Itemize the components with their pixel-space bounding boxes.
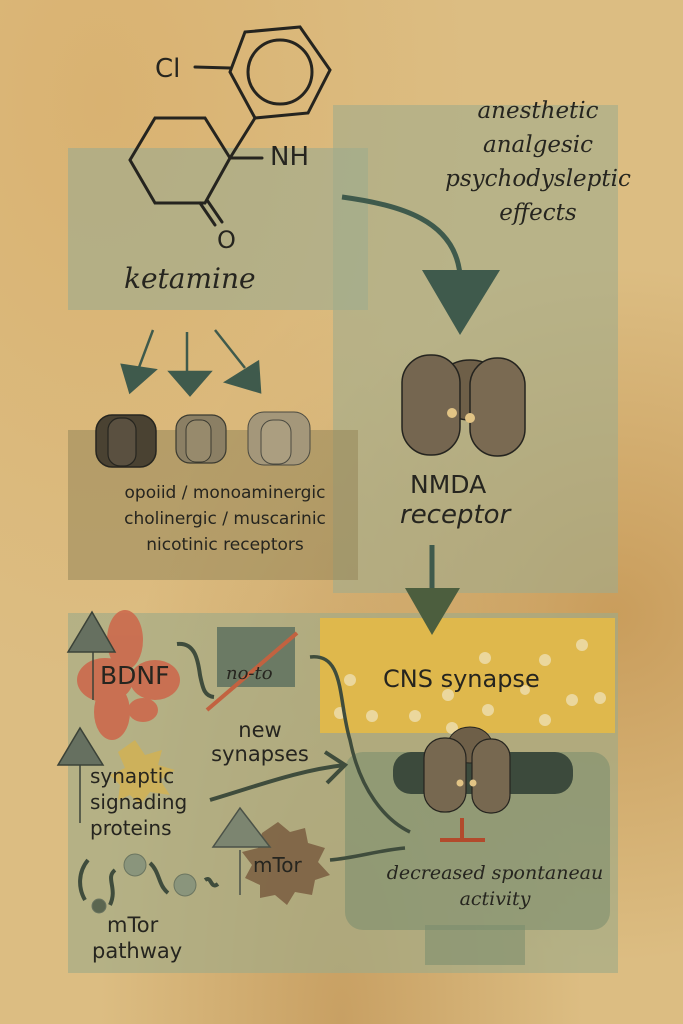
synapse-outcome-label: decreased spontaneau activity xyxy=(360,860,630,912)
effect-analgesic: analgesic xyxy=(483,132,593,158)
inhibition-icon xyxy=(440,818,485,842)
signaling-proteins-label: synaptic signading proteins xyxy=(90,763,187,841)
mtor-label: mTor xyxy=(253,853,302,877)
signaling-up-arrow xyxy=(56,726,105,823)
nmda-line2: receptor xyxy=(400,500,511,530)
effect-psychodysleptic: psychodysleptic xyxy=(445,166,631,192)
receptor-arrows xyxy=(120,329,262,397)
nmda-label: NMDA receptor xyxy=(400,470,540,530)
mtor-up-arrow xyxy=(211,806,272,895)
molecule-panel xyxy=(68,148,368,310)
pathway-line2: pathway xyxy=(92,939,183,963)
synaptic-receptor-icon xyxy=(393,726,573,814)
mtor-pathway-label: mTor pathway xyxy=(92,912,182,964)
postsynaptic-stem xyxy=(425,925,525,965)
no-to-box xyxy=(217,627,295,687)
new-synapses-line2: synapses xyxy=(211,742,309,766)
effects-label: anesthetic analgesic psychodysleptic eff… xyxy=(418,94,658,230)
feedback-curve xyxy=(309,655,411,834)
receptors-line3: nicotinic receptors xyxy=(146,535,304,555)
cholinergic-receptor-icon xyxy=(175,414,227,464)
pathway-line1: mTor xyxy=(107,913,159,937)
effects-nmda-panel xyxy=(333,105,618,593)
outcome-line1: decreased spontaneau xyxy=(386,862,604,884)
nmda-to-synapse-arrowhead xyxy=(405,588,460,635)
signaling-line3: proteins xyxy=(90,816,172,840)
outcome-line2: activity xyxy=(459,888,531,910)
nmda-receptor-icon xyxy=(401,354,526,457)
bdnf-up-arrow xyxy=(66,610,117,700)
amine-label: NH xyxy=(270,142,309,172)
synapse-vesicles xyxy=(334,639,606,734)
oxygen-label: O xyxy=(217,226,236,254)
new-synapses-line1: new xyxy=(238,718,282,742)
receptors-line2: cholinergic / muscarinic xyxy=(124,509,326,529)
mtor-pathway-nodes xyxy=(91,853,197,914)
nicotinic-receptor-icon xyxy=(247,411,311,466)
new-synapses-label: new synapses xyxy=(195,718,325,766)
bdnf-blob-icon xyxy=(77,610,180,740)
no-to-label: no-to xyxy=(226,663,273,684)
bdnf-squiggle xyxy=(176,641,215,699)
nmda-line1: NMDA xyxy=(410,470,487,499)
effect-anesthetic: anesthetic xyxy=(477,98,599,124)
mtor-to-synapse-line xyxy=(329,846,406,862)
ketamine-label: ketamine xyxy=(124,262,256,295)
signaling-star-icon xyxy=(110,740,175,805)
signaling-line1: synaptic xyxy=(90,764,175,788)
effects-arrow xyxy=(341,194,463,276)
ketamine-structure xyxy=(128,25,332,227)
cns-synapse-label: CNS synapse xyxy=(383,665,540,693)
strike-line xyxy=(205,631,299,712)
signaling-line2: signading xyxy=(90,790,188,814)
mtor-pathway-chain xyxy=(78,858,220,906)
chlorine-label: Cl xyxy=(155,54,181,84)
effect-effects: effects xyxy=(499,200,577,226)
receptors-line1: opoiid / monoaminergic xyxy=(124,483,326,503)
effects-arrowhead xyxy=(422,270,500,335)
signaling-to-synapses-arrow xyxy=(209,763,346,802)
other-receptors-label: opoiid / monoaminergic cholinergic / mus… xyxy=(95,480,355,558)
bdnf-label: BDNF xyxy=(100,661,170,690)
opioid-receptor-icon xyxy=(95,414,157,468)
